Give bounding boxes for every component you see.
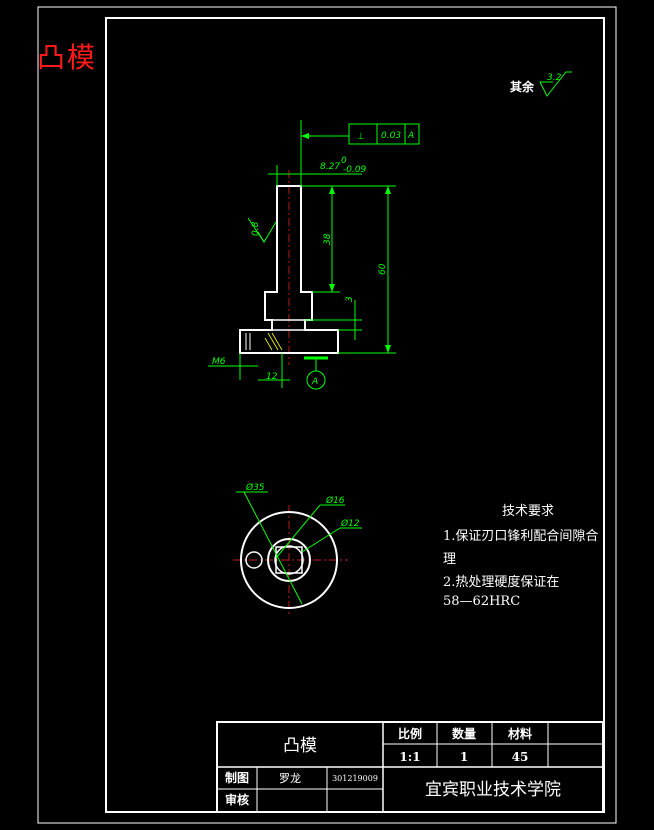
tb-scale-value: 1:1 <box>399 750 420 764</box>
tb-material-label: 材料 <box>507 726 532 741</box>
top-view: Ø35 Ø16 Ø12 <box>233 482 362 615</box>
perpendicularity-value: 0.03 <box>381 131 401 141</box>
dim-width-upper: 8.27 <box>320 162 340 172</box>
perpendicularity-symbol: ⊥ <box>357 132 365 142</box>
tb-check-label: 审核 <box>225 792 249 807</box>
dim-roughness-local: 0.8 <box>251 221 261 236</box>
tb-drawing-no: 301219009 <box>332 774 378 783</box>
roughness-symbol: 其余 3.2 <box>510 71 572 97</box>
dim-dia-35: Ø35 <box>245 482 265 493</box>
dim-38: 38 <box>323 233 333 245</box>
roughness-label: 其余 <box>510 79 535 94</box>
dim-3: 3 <box>345 296 355 302</box>
dim-thread: M6 <box>212 357 226 367</box>
tech-heading: 技术要求 <box>502 504 555 519</box>
side-view: ⊥ 0.03 A 8.27 0 -0.09 0.8 38 60 3 <box>208 120 420 390</box>
title-block: 凸模 比例 数量 材料 1:1 1 45 制图 罗龙 301219009 审核 … <box>216 721 604 813</box>
drawing-title-red: 凸模 <box>37 41 98 74</box>
dim-12: 12 <box>266 372 278 382</box>
tb-scale-label: 比例 <box>398 726 422 741</box>
tb-qty-value: 1 <box>460 750 468 764</box>
outer-frame <box>37 6 617 824</box>
tech-line-1b: 理 <box>443 552 457 567</box>
perpendicularity-datum: A <box>407 131 414 141</box>
tb-drawn-label: 制图 <box>225 770 249 785</box>
inner-frame <box>105 17 605 813</box>
svg-text:-0.09: -0.09 <box>343 165 367 175</box>
roughness-value: 3.2 <box>547 73 562 83</box>
tech-line-2: 2.热处理硬度保证在 <box>443 575 560 590</box>
dim-dia-12: Ø12 <box>340 518 360 529</box>
tb-school: 宜宾职业技术学院 <box>425 780 561 800</box>
tech-line-1: 1.保证刃口锋利配合间隙合 <box>443 529 599 544</box>
datum-label: A <box>311 377 318 387</box>
tb-material-value: 45 <box>512 750 529 764</box>
tb-drawn-by: 罗龙 <box>279 772 301 785</box>
svg-text:0: 0 <box>341 156 347 166</box>
tb-part-name: 凸模 <box>283 736 317 756</box>
tb-qty-label: 数量 <box>452 726 476 741</box>
tech-line-3: 58—62HRC <box>443 594 521 609</box>
dim-60: 60 <box>378 263 388 275</box>
dim-dia-16: Ø16 <box>325 495 345 506</box>
